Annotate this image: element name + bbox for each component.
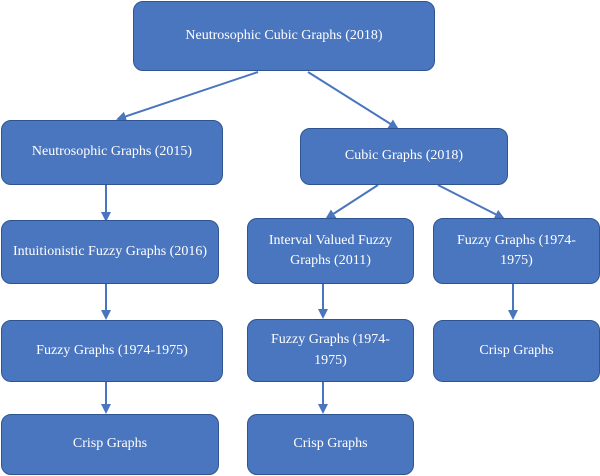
node-crisp-graphs-right: Crisp Graphs — [433, 320, 600, 382]
node-crisp-graphs-left-label: Crisp Graphs — [72, 436, 148, 452]
node-fuzzy-graphs-middle: Fuzzy Graphs (1974-1975) — [247, 319, 414, 382]
node-root-label: Neutrosophic Cubic Graphs (2018) — [185, 27, 383, 43]
node-intuitionistic-fuzzy-graphs-label: Intuitionistic Fuzzy Graphs (2016) — [12, 243, 208, 259]
node-neutrosophic-graphs: Neutrosophic Graphs (2015) — [1, 120, 223, 185]
node-cubic-graphs: Cubic Graphs (2018) — [300, 128, 508, 185]
node-crisp-graphs-right-label: Crisp Graphs — [479, 342, 554, 358]
node-cubic-graphs-label: Cubic Graphs (2018) — [344, 148, 464, 164]
node-crisp-graphs-middle: Crisp Graphs — [247, 414, 414, 475]
arrow-root-to-neutrosophic — [116, 71, 259, 122]
node-interval-valued-fuzzy-graphs-label: Interval Valued Fuzzy Graphs (2011) — [268, 232, 393, 268]
arrow-root-to-cubic — [307, 71, 399, 130]
node-fuzzy-graphs-middle-label: Fuzzy Graphs (1974-1975) — [271, 332, 390, 368]
node-root: Neutrosophic Cubic Graphs (2018) — [133, 1, 435, 71]
arrow-cubic-to-fuzzy-right — [437, 184, 505, 219]
node-interval-valued-fuzzy-graphs: Interval Valued Fuzzy Graphs (2011) — [247, 218, 414, 284]
node-intuitionistic-fuzzy-graphs: Intuitionistic Fuzzy Graphs (2016) — [1, 220, 219, 284]
node-fuzzy-graphs-left-label: Fuzzy Graphs (1974-1975) — [36, 342, 188, 358]
node-neutrosophic-graphs-label: Neutrosophic Graphs (2015) — [31, 144, 193, 160]
node-fuzzy-graphs-right: Fuzzy Graphs (1974-1975) — [433, 218, 600, 284]
arrow-cubic-to-interval — [325, 184, 379, 220]
node-crisp-graphs-middle-label: Crisp Graphs — [293, 436, 368, 452]
node-crisp-graphs-left: Crisp Graphs — [1, 414, 219, 475]
node-fuzzy-graphs-right-label: Fuzzy Graphs (1974-1975) — [457, 232, 576, 268]
node-fuzzy-graphs-left: Fuzzy Graphs (1974-1975) — [1, 320, 223, 382]
